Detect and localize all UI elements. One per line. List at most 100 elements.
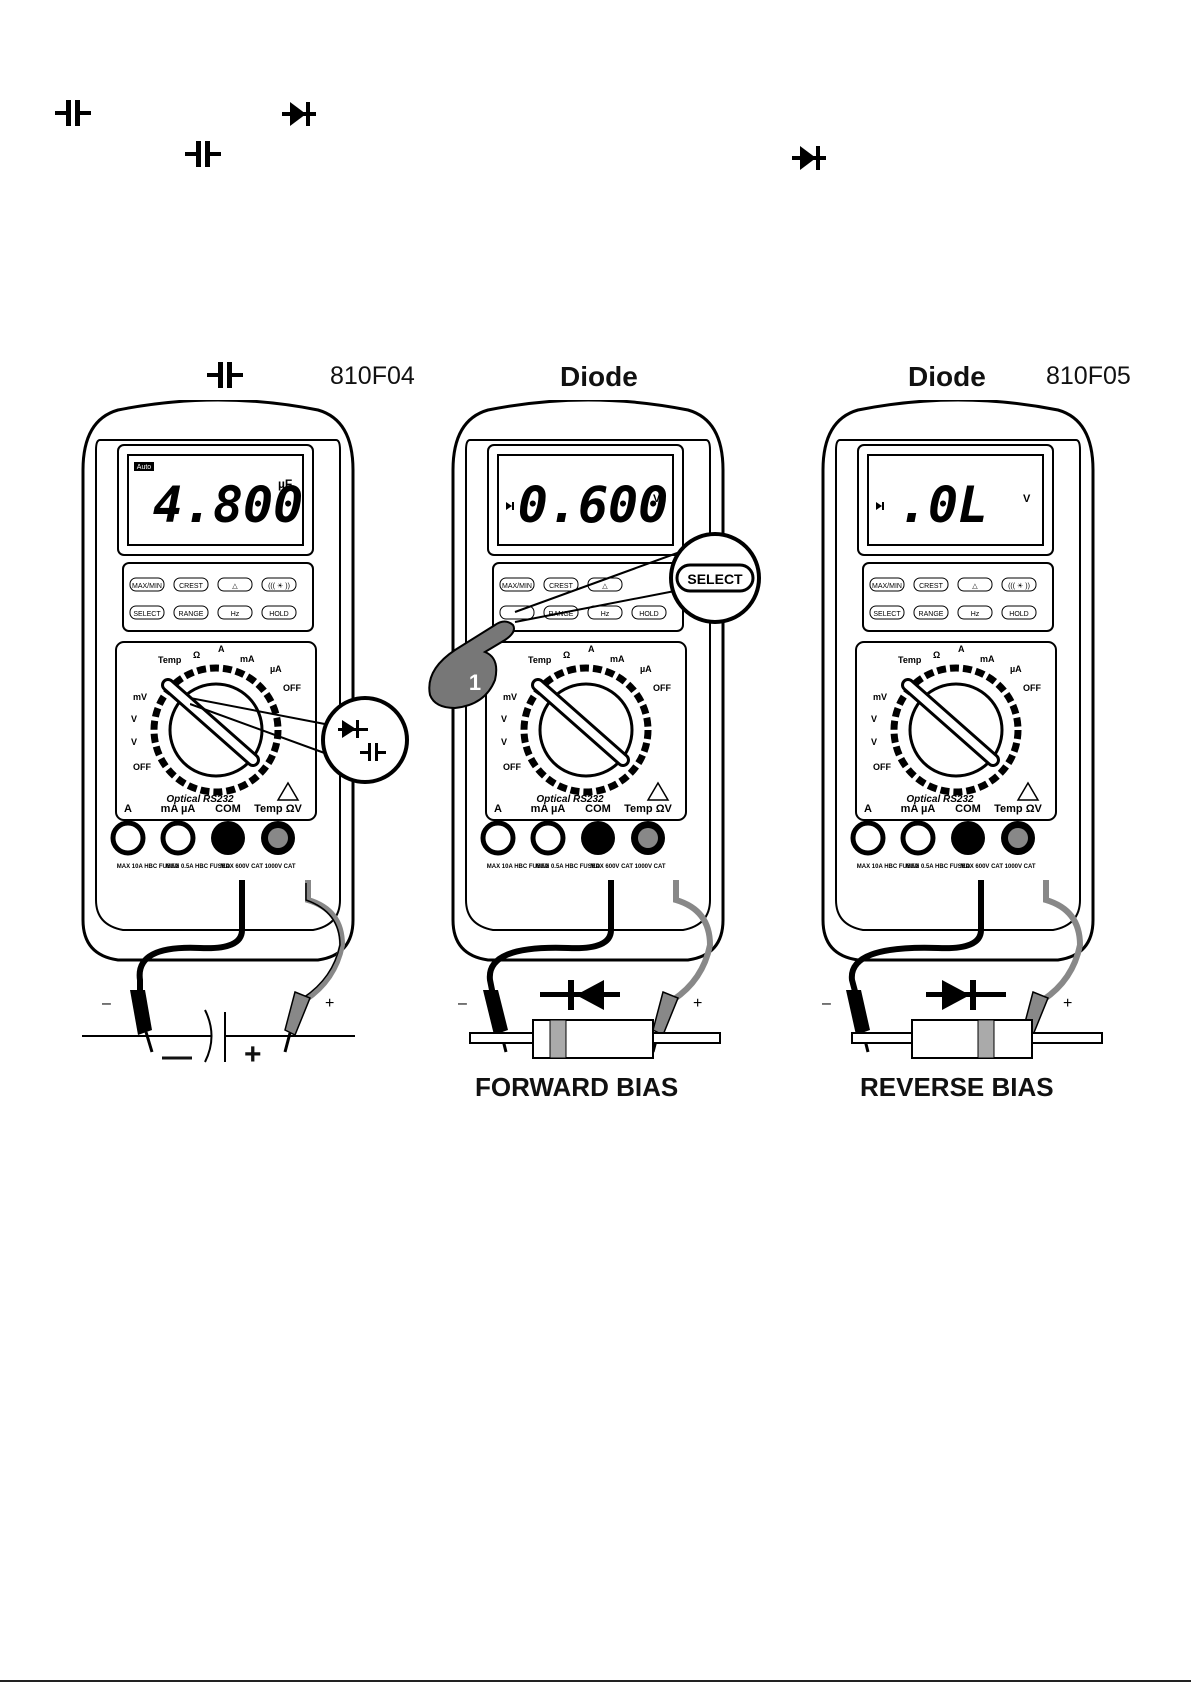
- svg-text:MAX 10A HBC FUSED: MAX 10A HBC FUSED: [487, 864, 550, 870]
- svg-text:SELECT: SELECT: [873, 611, 901, 618]
- svg-text:mA: mA: [980, 654, 995, 664]
- select-button: SELECT: [133, 611, 161, 618]
- svg-text:V: V: [501, 737, 507, 747]
- diode-icon: [540, 980, 620, 1010]
- svg-text:MAX 0.5A HBC FUSED: MAX 0.5A HBC FUSED: [536, 864, 601, 870]
- svg-text:HOLD: HOLD: [1009, 611, 1028, 618]
- svg-text:OFF: OFF: [873, 762, 891, 772]
- svg-text:mV: mV: [133, 692, 147, 702]
- svg-text:mV: mV: [503, 692, 517, 702]
- figure-heading: Diode: [908, 361, 986, 392]
- hz-button: Hz: [231, 611, 240, 618]
- capacitor-circuit: – +: [82, 880, 355, 1063]
- svg-text:MAX/MIN: MAX/MIN: [502, 583, 532, 590]
- reverse-bias-label: REVERSE BIAS: [860, 1072, 1054, 1102]
- svg-text:Temp: Temp: [898, 655, 922, 665]
- finger-icon: [428, 620, 515, 710]
- svg-text:OFF: OFF: [133, 762, 151, 772]
- svg-text:MAX 600V CAT 1000V CAT: MAX 600V CAT 1000V CAT: [960, 864, 1035, 870]
- diode-icon: [926, 980, 1006, 1010]
- svg-text:Ω: Ω: [563, 650, 570, 660]
- select-callout: SELECT 1: [428, 532, 761, 710]
- select-label: SELECT: [687, 571, 743, 587]
- svg-text:Optical RS232: Optical RS232: [166, 794, 234, 805]
- multimeter-reverse: .0L V MAX/MIN CREST △ ((( ☀ )) SELECT RA…: [821, 400, 1095, 962]
- svg-text:△: △: [602, 583, 608, 590]
- capacitor-icon: [204, 1009, 213, 1063]
- reverse-diode-circuit: – +: [822, 880, 1103, 1059]
- forward-diode-circuit: – +: [458, 880, 721, 1059]
- svg-text:MAX/MIN: MAX/MIN: [872, 583, 902, 590]
- dial-callout: [190, 696, 409, 784]
- svg-text:V: V: [871, 714, 877, 724]
- figure-code: 810F04: [330, 362, 415, 390]
- svg-text:mV: mV: [873, 692, 887, 702]
- svg-text:V: V: [871, 737, 877, 747]
- svg-text:MAX 10A HBC FUSED: MAX 10A HBC FUSED: [857, 864, 920, 870]
- delta-button: △: [232, 583, 238, 590]
- multimeter-forward: 0.600 V MAX/MIN CREST △ RANGE Hz HOLD Te…: [451, 400, 725, 962]
- svg-text:mA µA: mA µA: [161, 803, 196, 815]
- svg-text:CREST: CREST: [919, 583, 943, 590]
- capacitor-icon: [360, 743, 386, 761]
- svg-text:V: V: [131, 714, 137, 724]
- svg-text:COM: COM: [955, 803, 981, 815]
- lcd-value: 0.600: [518, 476, 669, 534]
- svg-text:△: △: [972, 583, 978, 590]
- svg-text:µA: µA: [270, 664, 282, 674]
- figure-code: 810F05: [1046, 362, 1131, 390]
- svg-text:V: V: [501, 714, 507, 724]
- svg-text:Temp ΩV: Temp ΩV: [624, 803, 672, 815]
- svg-text:A: A: [124, 803, 132, 815]
- svg-text:((( ☀ )): ((( ☀ )): [1008, 582, 1030, 590]
- svg-text:µA: µA: [1010, 664, 1022, 674]
- svg-text:Optical RS232: Optical RS232: [906, 794, 974, 805]
- svg-text:mA: mA: [610, 654, 625, 664]
- lcd-flag: Auto: [137, 464, 152, 471]
- lead-minus-label: –: [458, 995, 467, 1012]
- svg-text:V: V: [131, 737, 137, 747]
- svg-text:MAX 600V CAT 1000V CAT: MAX 600V CAT 1000V CAT: [590, 864, 665, 870]
- maxmin-button: MAX/MIN: [132, 583, 162, 590]
- lcd-unit: V: [653, 493, 661, 505]
- svg-text:Ω: Ω: [193, 650, 200, 660]
- svg-text:OFF: OFF: [653, 683, 671, 693]
- svg-text:OFF: OFF: [503, 762, 521, 772]
- svg-text:COM: COM: [215, 803, 241, 815]
- forward-bias-label: FORWARD BIAS: [475, 1072, 679, 1102]
- svg-text:Temp: Temp: [528, 655, 552, 665]
- lead-minus-label: –: [822, 995, 831, 1012]
- lcd-unit: V: [1023, 493, 1031, 505]
- capacitor-icon: [55, 100, 91, 126]
- lead-plus-label: +: [325, 995, 334, 1012]
- diode-icon: [338, 720, 368, 738]
- capacitor-icon: [185, 141, 221, 167]
- svg-text:Hz: Hz: [601, 611, 610, 618]
- svg-text:RANGE: RANGE: [919, 611, 944, 618]
- hold-button: HOLD: [269, 611, 288, 618]
- diode-icon: [282, 102, 316, 126]
- svg-text:Temp ΩV: Temp ΩV: [254, 803, 302, 815]
- svg-text:Ω: Ω: [933, 650, 940, 660]
- page-bottom-rule: [0, 1680, 1191, 1682]
- svg-text:Temp ΩV: Temp ΩV: [994, 803, 1042, 815]
- svg-text:A: A: [958, 644, 965, 654]
- lcd-unit: µF: [278, 477, 292, 491]
- svg-text:OFF: OFF: [283, 683, 301, 693]
- svg-text:MAX 600V CAT 1000V CAT: MAX 600V CAT 1000V CAT: [220, 864, 295, 870]
- svg-text:Hz: Hz: [971, 611, 980, 618]
- lead-plus-label: +: [693, 995, 702, 1012]
- svg-text:A: A: [494, 803, 502, 815]
- range-button: RANGE: [179, 611, 204, 618]
- backlight-button: ((( ☀ )): [268, 582, 290, 590]
- svg-text:HOLD: HOLD: [639, 611, 658, 618]
- svg-text:COM: COM: [585, 803, 611, 815]
- lcd-value: .0L: [898, 476, 988, 534]
- svg-text:mA: mA: [240, 654, 255, 664]
- lcd-value: 4.800: [153, 476, 304, 534]
- svg-text:RANGE: RANGE: [549, 611, 574, 618]
- crest-button: CREST: [179, 583, 203, 590]
- svg-text:MAX 0.5A HBC FUSED: MAX 0.5A HBC FUSED: [906, 864, 971, 870]
- component-minus-label: —: [162, 1040, 192, 1073]
- svg-text:MAX 10A HBC FUSED: MAX 10A HBC FUSED: [117, 864, 180, 870]
